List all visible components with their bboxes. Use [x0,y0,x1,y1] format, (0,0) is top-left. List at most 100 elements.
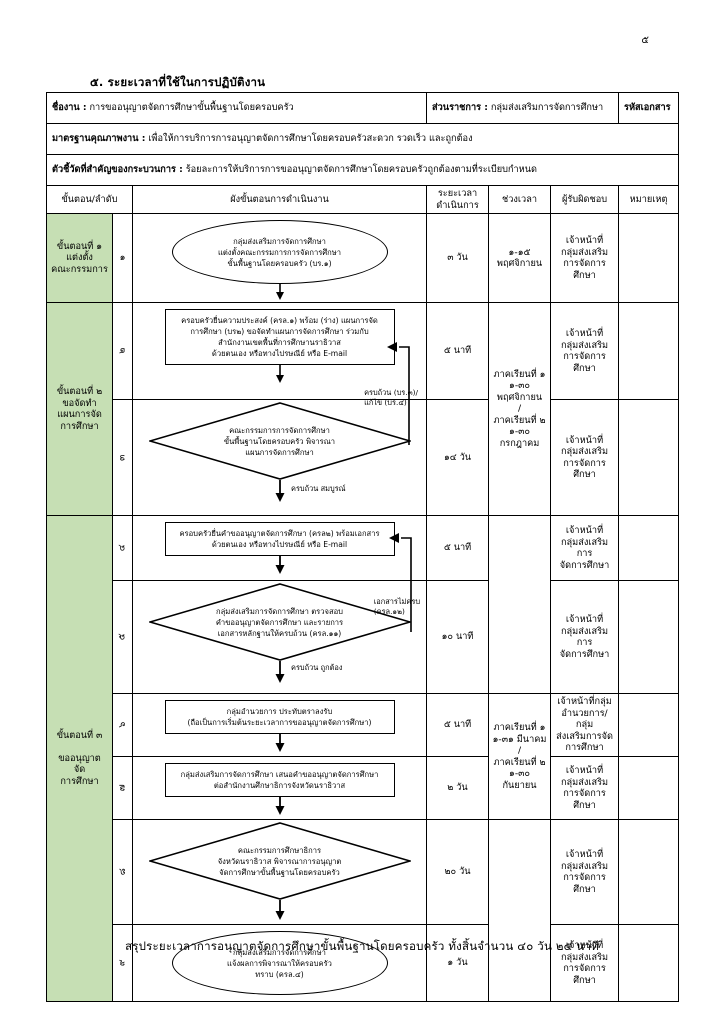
table-row: ขั้นตอนที่ ๒ ขอจัดทำ แผนการจัด การศึกษา … [46,302,680,516]
flow-shape-rect-4: ครอบครัวยื่นคำขออนุญาตจัดการศึกษา (ครล๒)… [164,522,395,556]
seq-cell-7: ๗ [112,756,133,820]
period-cell-group-2: ภาคเรียนที่ ๑ ๑-๓๑ มีนาคม / ภาคเรียนที่ … [488,693,552,820]
flow-text-7: กลุ่มส่งเสริมการจัดการศึกษา เสนอคำขออนุญ… [180,770,379,790]
stage-cell-1: ขั้นตอนที่ ๑ แต่งตั้ง คณะกรรมการ [46,213,113,303]
duration-cell-6: ๕ นาที [426,693,490,757]
duration-cell-5: ๑๐ นาที [426,580,490,694]
stage-2-line2: ขอจัดทำ [62,397,97,409]
connector-8-to-9 [133,900,426,920]
note-cell-9 [618,924,680,1002]
responsible-cell-6: เจ้าหน้าที่กลุ่ม อำนวยการ/กลุ่ม ส่งเสริม… [550,693,620,757]
seq-cell-8: ๘ [112,819,133,925]
stage-3-line2: ขออนุญาต [58,752,101,764]
connector-6-to-7 [133,734,426,752]
header-flow: ผังขั้นตอนการดำเนินงาน [131,185,428,214]
table-row: ขั้นตอนที่ ๓ ขออนุญาต จัด การศึกษา ๔ ครอ… [46,515,680,1002]
flow-cell-5: กลุ่มส่งเสริมการจัดการศึกษา ตรวจสอบ คำขอ… [131,580,428,694]
connector-4-to-5 [133,556,426,574]
flow-text-3: คณะกรรมการการจัดการศึกษา ขั้นพื้นฐานโดยค… [223,425,336,457]
stage-2-line1: ขั้นตอนที่ ๒ [56,386,103,397]
flow-shape-rect-7: กลุ่มส่งเสริมการจัดการศึกษา เสนอคำขออนุญ… [164,763,395,797]
header-duration: ระยะเวลา ดำเนินการ [426,185,490,214]
summary-line: สรุประยะเวลาการอนุญาตจัดการศึกษาขั้นพื้น… [125,939,599,953]
duration-cell-2: ๕ นาที [426,302,490,400]
note-cell-3 [618,399,680,516]
seq-cell-2: ๒ [112,302,133,400]
doc-code-label: รหัสเอกสาร [624,102,671,114]
flow-cell-4: ครอบครัวยื่นคำขออนุญาตจัดการศึกษา (ครล๒)… [131,515,428,632]
stage-cell-2: ขั้นตอนที่ ๒ ขอจัดทำ แผนการจัด การศึกษา [46,302,113,516]
flow-shape-diamond-8: คณะกรรมการศึกษาธิการ จังหวัดนราธิวาส พิจ… [148,822,411,900]
period-cell-1: ๑-๑๕ พฤศจิกายน [488,213,552,303]
period-cell-group-1: ภาคเรียนที่ ๑ ๑-๓๐ พฤศจิกายน / ภาคเรียนท… [488,302,552,516]
agency-cell: ส่วนราชการ : กลุ่มส่งเสริมการจัดการศึกษา [426,92,620,124]
duration-cell-3: ๑๔ วัน [426,399,490,516]
kpi-label: ตัวชี้วัดที่สำคัญของกระบวนการ : [52,164,183,176]
table-row: ๓ คณะกรรมการการจัดการศึกษา ขั้นพื้นฐานโด… [47,388,680,516]
stage-3-line1: ขั้นตอนที่ ๓ [56,729,103,741]
responsible-cell-8: เจ้าหน้าที่ กลุ่มส่งเสริม การจัดการศึกษา [550,819,620,925]
duration-cell-8: ๒๐ วัน [426,819,490,925]
duration-cell-9: ๑ วัน [426,924,490,1002]
header-note: หมายเหตุ [618,185,680,214]
flow-cell-6: กลุ่มอำนวยการ ประทับตราลงรับ (ถือเป็นการ… [131,693,428,757]
edge-label-5-right: เอกสารไม่ครบ (ครล.๑๒) [373,597,421,616]
section-heading: ๕. ระยะเวลาที่ใช้ในการปฏิบัติงาน [90,75,266,89]
header-period: ช่วงเวลา [488,185,552,214]
seq-cell-5: ๕ [112,580,133,694]
standard-label: มาตรฐานคุณภาพงาน : [52,133,146,145]
meta-row-job-name: ชื่องาน : การขออนุญาตจัดการศึกษาขั้นพื้น… [45,92,680,124]
flow-text-9: กลุ่มส่งเสริมการจัดการศึกษา แจ้งผลการพิจ… [227,947,332,979]
flow-cell-3: คณะกรรมการการจัดการศึกษา ขั้นพื้นฐานโดยค… [131,388,428,516]
stage-2-line4: การศึกษา [60,420,99,432]
flow-cell-8: คณะกรรมการศึกษาธิการ จังหวัดนราธิวาส พิจ… [131,819,428,925]
header-stage: ขั้นตอน/ลำดับ [46,185,133,214]
flow-shape-rect-6: กลุ่มอำนวยการ ประทับตราลงรับ (ถือเป็นการ… [164,700,395,734]
header-duration-line1: ระยะเวลา [437,188,478,199]
duration-cell-1: ๓ วัน [426,213,490,303]
flow-shape-ellipse-end: กลุ่มส่งเสริมการจัดการศึกษา แจ้งผลการพิจ… [171,931,388,995]
duration-cell-7: ๒ วัน [426,756,490,820]
flow-cell-7: กลุ่มส่งเสริมการจัดการศึกษา เสนอคำขออนุญ… [131,756,428,820]
flow-text-2: ครอบครัวยื่นความประสงค์ (ครล.๑) พร้อม (ร… [181,316,378,358]
note-cell-1 [618,213,680,303]
stage-3-line3: จัด [73,764,86,776]
edge-label-5-bottom: ครบถ้วน ถูกต้อง [291,663,343,672]
stage-1-line3: คณะกรรมการ [51,263,108,275]
responsible-cell-3: เจ้าหน้าที่ กลุ่มส่งเสริม การจัดการศึกษา [550,399,620,516]
stage-3-line4: การศึกษา [60,775,99,787]
duration-cell-4: ๕ นาที [426,515,490,581]
responsible-cell-1: เจ้าหน้าที่ กลุ่มส่งเสริม การจัดการศึกษา [550,213,620,303]
page-number: ๕ [641,35,649,46]
job-name-value: การขออนุญาตจัดการศึกษาขั้นพื้นฐานโดยครอบ… [89,102,294,114]
period-1-line1: ๑-๑๕ [508,246,531,258]
standard-cell: มาตรฐานคุณภาพงาน : เพื่อให้การบริการการอ… [45,123,680,155]
flow-shape-ellipse-start: กลุ่มส่งเสริมการจัดการศึกษา แต่งตั้งคณะก… [171,220,388,284]
flow-text-8: คณะกรรมการศึกษาธิการ จังหวัดนราธิวาส พิจ… [217,845,342,877]
seq-cell-3: ๓ [112,399,133,516]
connector-1-to-2 [133,284,426,300]
meta-row-kpi: ตัวชี้วัดที่สำคัญของกระบวนการ : ร้อยละกา… [45,154,680,186]
seq-cell-1: ๑ [112,213,133,303]
connector-5-down [133,661,426,683]
edge-label-3-bottom: ครบถ้วน สมบูรณ์ [291,484,346,493]
stage-1-line1: ขั้นตอนที่ ๑ [56,240,103,252]
connector-2-to-3 [133,365,426,383]
meta-row-standard: มาตรฐานคุณภาพงาน : เพื่อให้การบริการการอ… [45,123,680,155]
table-header-row: ขั้นตอน/ลำดับ ผังขั้นตอนการดำเนินงาน ระย… [46,185,680,214]
flow-shape-rect-2: ครอบครัวยื่นความประสงค์ (ครล.๑) พร้อม (ร… [164,309,395,365]
connector-3-down [133,480,426,502]
seq-cell-9: ๙ [112,924,133,1002]
seq-cell-4: ๔ [112,515,133,581]
header-duration-line2: ดำเนินการ [436,199,479,211]
table-row: ๘ คณะกรรมการศึกษาธิการ จังหวัดนราธิวาส พ… [47,819,680,1002]
period-1-line2: พฤศจิกายน [496,258,543,269]
note-cell-2 [618,302,680,400]
flow-shape-diamond-5: กลุ่มส่งเสริมการจัดการศึกษา ตรวจสอบ คำขอ… [148,583,411,661]
table-row: ขั้นตอนที่ ๑ แต่งตั้ง คณะกรรมการ ๑ กลุ่ม… [46,213,680,303]
agency-label: ส่วนราชการ : [432,102,488,114]
note-cell-4 [618,515,680,581]
flow-cell-1: กลุ่มส่งเสริมการจัดการศึกษา แต่งตั้งคณะก… [131,213,428,303]
kpi-cell: ตัวชี้วัดที่สำคัญของกระบวนการ : ร้อยละกา… [45,154,680,186]
